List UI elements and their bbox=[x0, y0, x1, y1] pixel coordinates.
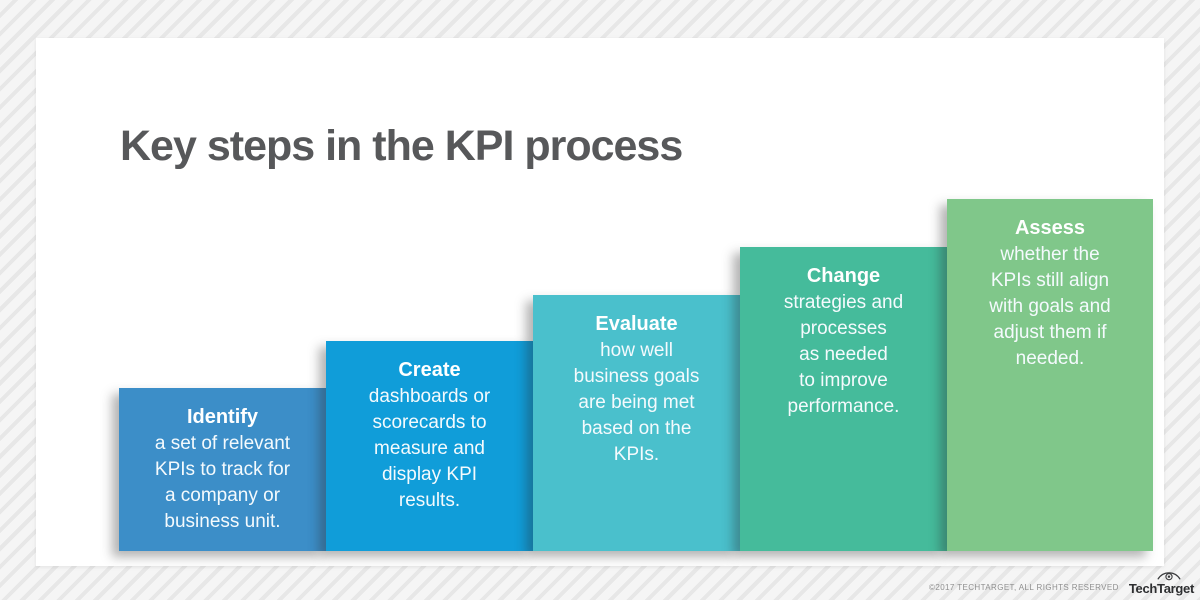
step-identify: Identify a set of relevant KPIs to track… bbox=[119, 388, 326, 551]
step-body: strategies and processes as needed to im… bbox=[783, 292, 904, 417]
copyright-text: ©2017 TECHTARGET, ALL RIGHTS RESERVED bbox=[929, 583, 1119, 592]
eye-icon bbox=[1157, 572, 1182, 581]
page-title: Key steps in the KPI process bbox=[120, 122, 683, 170]
step-create: Create dashboards or scorecards to measu… bbox=[326, 341, 533, 551]
footer: ©2017 TECHTARGET, ALL RIGHTS RESERVED Te… bbox=[929, 569, 1194, 595]
step-assess: Assess whether the KPIs still align with… bbox=[947, 199, 1153, 551]
step-change: Change strategies and processes as neede… bbox=[740, 247, 947, 551]
step-heading: Evaluate bbox=[595, 313, 678, 335]
step-heading: Change bbox=[806, 265, 881, 287]
step-body: dashboards or scorecards to measure and … bbox=[368, 386, 491, 511]
step-body: a set of relevant KPIs to track for a co… bbox=[154, 433, 291, 532]
step-evaluate: Evaluate how well business goals are bei… bbox=[533, 295, 740, 551]
step-heading: Create bbox=[398, 359, 461, 381]
step-heading: Assess bbox=[1014, 217, 1086, 239]
step-body: whether the KPIs still align with goals … bbox=[989, 244, 1111, 369]
techtarget-logo: TechTarget bbox=[1129, 569, 1194, 595]
step-body: how well business goals are being met ba… bbox=[573, 340, 700, 465]
infographic-card: Key steps in the KPI process Identify a … bbox=[36, 38, 1164, 566]
step-heading: Identify bbox=[186, 406, 259, 428]
logo-text: TechTarget bbox=[1128, 581, 1194, 596]
